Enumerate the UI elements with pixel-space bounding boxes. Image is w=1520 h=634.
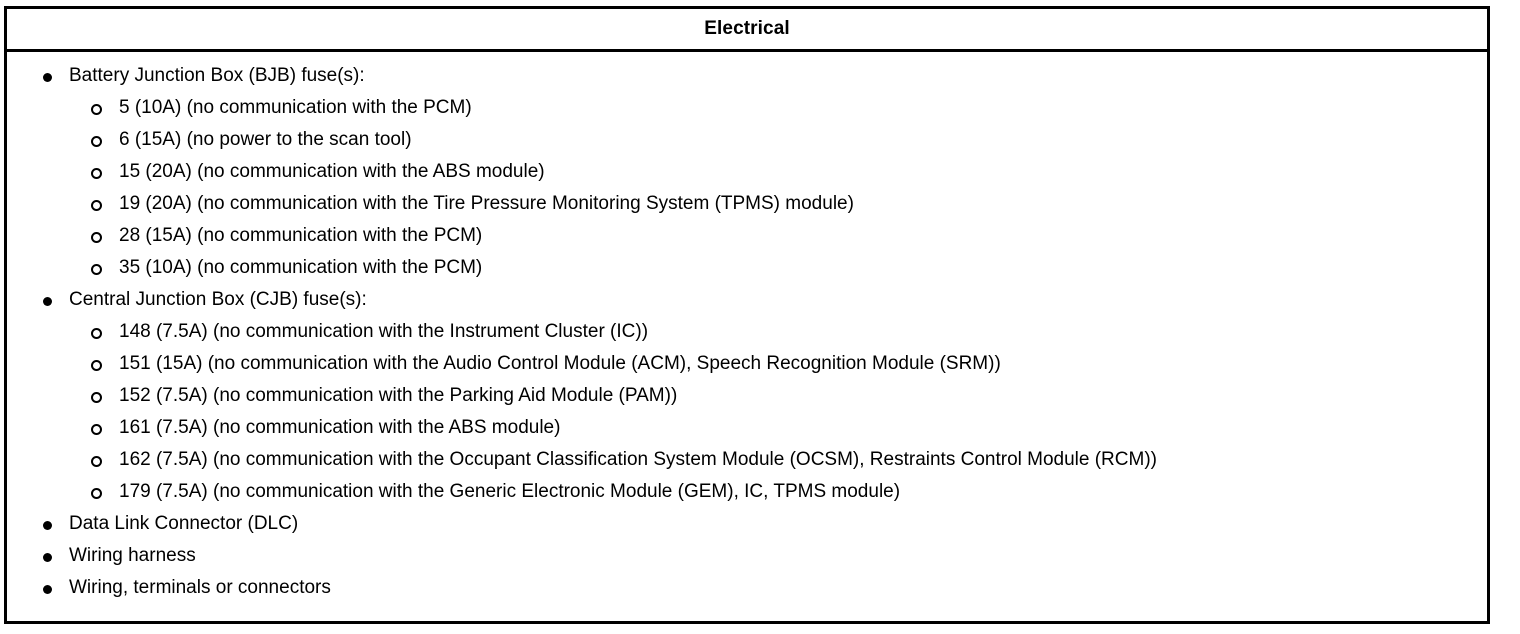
hollow-circle-bullet-icon: [91, 156, 102, 188]
filled-bullet-icon: [43, 284, 53, 316]
filled-bullet-icon: [43, 540, 53, 572]
filled-bullet-icon: [43, 508, 53, 540]
list-item: Data Link Connector (DLC): [7, 508, 1487, 540]
list-item: 15 (20A) (no communication with the ABS …: [7, 156, 1487, 188]
hollow-circle-bullet-icon: [91, 252, 102, 284]
list-item-label: 15 (20A) (no communication with the ABS …: [119, 161, 545, 182]
list-item-label: Wiring harness: [69, 545, 196, 566]
hollow-circle-bullet-icon: [91, 188, 102, 220]
hollow-circle-bullet-icon: [91, 124, 102, 156]
list-item-label: 35 (10A) (no communication with the PCM): [119, 257, 483, 278]
list-item: 161 (7.5A) (no communication with the AB…: [7, 412, 1487, 444]
table-body: Battery Junction Box (BJB) fuse(s): 5 (10…: [7, 52, 1487, 604]
list-item-label: 161 (7.5A) (no communication with the AB…: [119, 417, 561, 438]
list-item: Wiring harness: [7, 540, 1487, 572]
hollow-circle-bullet-icon: [91, 380, 102, 412]
hollow-circle-bullet-icon: [91, 220, 102, 252]
list-item-label: 162 (7.5A) (no communication with the Oc…: [119, 449, 1157, 470]
list-item: Battery Junction Box (BJB) fuse(s):: [7, 60, 1487, 92]
list-item: 179 (7.5A) (no communication with the Ge…: [7, 476, 1487, 508]
table-header-row: Electrical: [7, 9, 1487, 52]
list-item-label: 28 (15A) (no communication with the PCM): [119, 225, 483, 246]
hollow-circle-bullet-icon: [91, 476, 102, 508]
list-item-label: 19 (20A) (no communication with the Tire…: [119, 193, 854, 214]
list-item: Central Junction Box (CJB) fuse(s):: [7, 284, 1487, 316]
list-item: 5 (10A) (no communication with the PCM): [7, 92, 1487, 124]
filled-bullet-icon: [43, 60, 53, 92]
list-item-label: 148 (7.5A) (no communication with the In…: [119, 321, 649, 342]
list-item: 152 (7.5A) (no communication with the Pa…: [7, 380, 1487, 412]
list-item-label: Wiring, terminals or connectors: [69, 577, 331, 598]
hollow-circle-bullet-icon: [91, 412, 102, 444]
list-item-label: Battery Junction Box (BJB) fuse(s):: [69, 65, 365, 86]
list-item-label: 151 (15A) (no communication with the Aud…: [119, 353, 1001, 374]
list-item: 162 (7.5A) (no communication with the Oc…: [7, 444, 1487, 476]
table-header-title: Electrical: [704, 18, 790, 39]
list-item-label: 6 (15A) (no power to the scan tool): [119, 129, 412, 150]
list-item-label: 5 (10A) (no communication with the PCM): [119, 97, 472, 118]
list-item-label: 179 (7.5A) (no communication with the Ge…: [119, 481, 901, 502]
list-item: 19 (20A) (no communication with the Tire…: [7, 188, 1487, 220]
list-item: 151 (15A) (no communication with the Aud…: [7, 348, 1487, 380]
hollow-circle-bullet-icon: [91, 444, 102, 476]
electrical-table: Electrical Battery Junction Box (BJB) fu…: [4, 6, 1490, 624]
component-list: Battery Junction Box (BJB) fuse(s): 5 (10…: [7, 60, 1487, 604]
list-item: 28 (15A) (no communication with the PCM): [7, 220, 1487, 252]
list-item-label: Central Junction Box (CJB) fuse(s):: [69, 289, 367, 310]
list-item-label: Data Link Connector (DLC): [69, 513, 299, 534]
list-item: Wiring, terminals or connectors: [7, 572, 1487, 604]
hollow-circle-bullet-icon: [91, 316, 102, 348]
list-item: 148 (7.5A) (no communication with the In…: [7, 316, 1487, 348]
filled-bullet-icon: [43, 572, 53, 604]
list-item-label: 152 (7.5A) (no communication with the Pa…: [119, 385, 678, 406]
list-item: 6 (15A) (no power to the scan tool): [7, 124, 1487, 156]
hollow-circle-bullet-icon: [91, 348, 102, 380]
list-item: 35 (10A) (no communication with the PCM): [7, 252, 1487, 284]
hollow-circle-bullet-icon: [91, 92, 102, 124]
